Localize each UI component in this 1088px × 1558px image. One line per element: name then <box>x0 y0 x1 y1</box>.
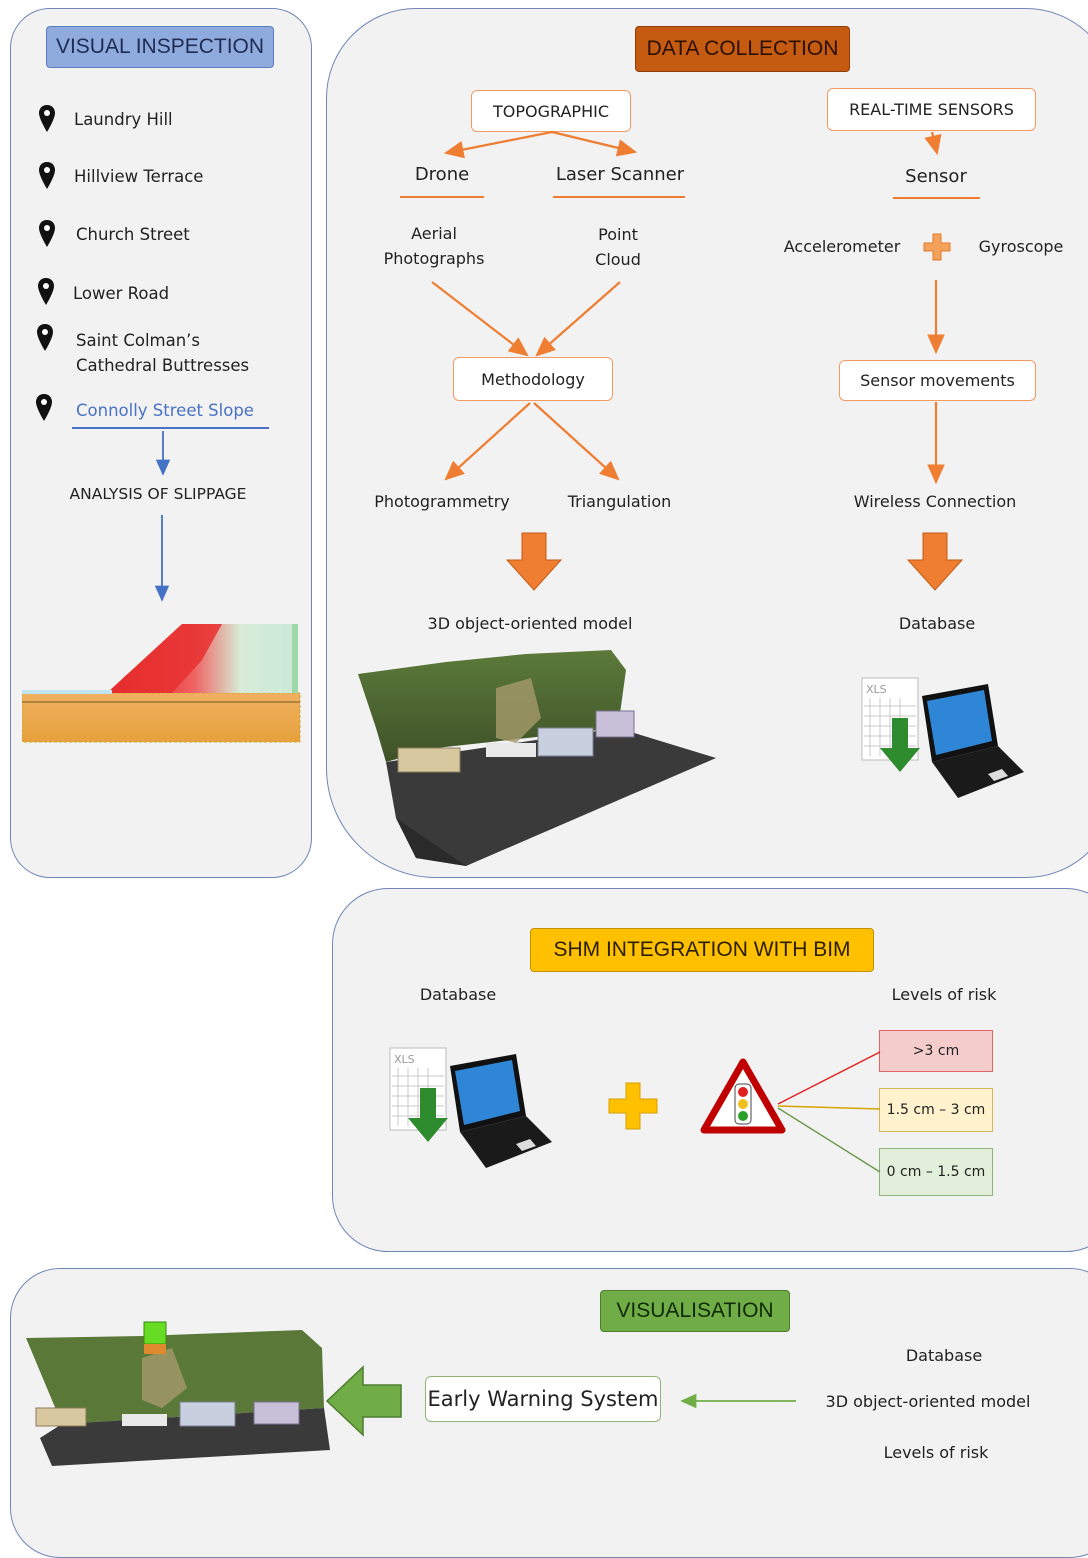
location-pin-icon <box>37 324 53 351</box>
sensor-movements-node: Sensor movements <box>839 360 1036 401</box>
visual-inspection-panel <box>10 8 312 878</box>
data-collection-title: DATA COLLECTION <box>635 26 850 72</box>
shm-title: SHM INTEGRATION WITH BIM <box>530 928 874 972</box>
vis-levels-label: Levels of risk <box>883 1443 989 1462</box>
visualisation-model-image <box>26 1321 330 1466</box>
visual-inspection-title: VISUAL INSPECTION <box>46 26 274 68</box>
topographic-node: TOPOGRAPHIC <box>471 90 631 132</box>
down-arrow-icon <box>505 532 563 591</box>
laser-scanner-label: Laser Scanner <box>555 164 685 185</box>
location-lower-road: Lower Road <box>73 284 170 303</box>
gyroscope-label: Gyroscope <box>978 237 1064 256</box>
plus-yellow-icon <box>608 1082 658 1130</box>
location-laundry-hill: Laundry Hill <box>74 110 173 129</box>
drone-underline <box>400 196 484 198</box>
laser-underline <box>553 196 685 198</box>
location-pin-icon <box>36 394 52 421</box>
database-laptop-icon: XLS <box>861 677 1024 798</box>
drone-label: Drone <box>414 164 470 185</box>
sensor-underline <box>893 197 980 199</box>
location-hillview-terrace: Hillview Terrace <box>74 167 204 186</box>
vis-database-label: Database <box>905 1346 983 1365</box>
slope-analysis-image <box>22 624 301 743</box>
shm-database-label: Database <box>419 985 497 1004</box>
risk-high-box: >3 cm <box>879 1030 993 1072</box>
visualisation-title: VISUALISATION <box>600 1290 790 1332</box>
location-saint-colmans: Saint Colman’s <box>76 331 201 350</box>
aerial-photographs-label: Aerial Photographs <box>364 221 504 271</box>
triangulation-label: Triangulation <box>567 492 672 511</box>
location-pin-icon <box>39 105 55 132</box>
risk-mid-box: 1.5 cm – 3 cm <box>879 1088 993 1132</box>
location-pin-icon <box>39 220 55 247</box>
wireless-connection-label: Wireless Connection <box>853 492 1017 511</box>
down-arrow-icon <box>906 532 964 591</box>
location-church-street: Church Street <box>76 225 190 244</box>
accelerometer-label: Accelerometer <box>783 237 901 256</box>
risk-low-box: 0 cm – 1.5 cm <box>879 1148 993 1196</box>
model-label: 3D object-oriented model <box>427 614 633 633</box>
point-line2: Cloud <box>595 250 641 269</box>
plus-icon <box>923 233 951 261</box>
xls-text: XLS <box>866 683 887 696</box>
location-pin-icon <box>39 162 55 189</box>
left-arrow-icon <box>325 1365 402 1437</box>
photogrammetry-label: Photogrammetry <box>374 492 510 511</box>
traffic-warning-icon <box>700 1058 786 1134</box>
point-line1: Point <box>598 225 638 244</box>
location-connolly-street-slope: Connolly Street Slope <box>76 401 254 420</box>
shm-levels-label: Levels of risk <box>891 985 997 1004</box>
sensor-label: Sensor <box>905 166 967 187</box>
analysis-of-slippage: ANALYSIS OF SLIPPAGE <box>69 485 247 503</box>
early-warning-system-box: Early Warning System <box>425 1376 661 1422</box>
database-label: Database <box>898 614 976 633</box>
methodology-node: Methodology <box>453 357 613 401</box>
aerial-line1: Aerial <box>411 224 457 243</box>
location-cathedral-buttresses: Cathedral Buttresses <box>76 356 250 375</box>
point-cloud-label: Point Cloud <box>568 222 668 272</box>
xls-text: XLS <box>394 1053 415 1066</box>
3d-model-image <box>358 650 716 866</box>
realtime-sensors-node: REAL-TIME SENSORS <box>827 88 1036 131</box>
location-pin-icon <box>38 278 54 305</box>
aerial-line2: Photographs <box>383 249 485 268</box>
vis-model-label: 3D object-oriented model <box>825 1392 1031 1411</box>
connolly-underline <box>72 427 269 429</box>
shm-database-laptop-icon: XLS <box>389 1047 552 1168</box>
